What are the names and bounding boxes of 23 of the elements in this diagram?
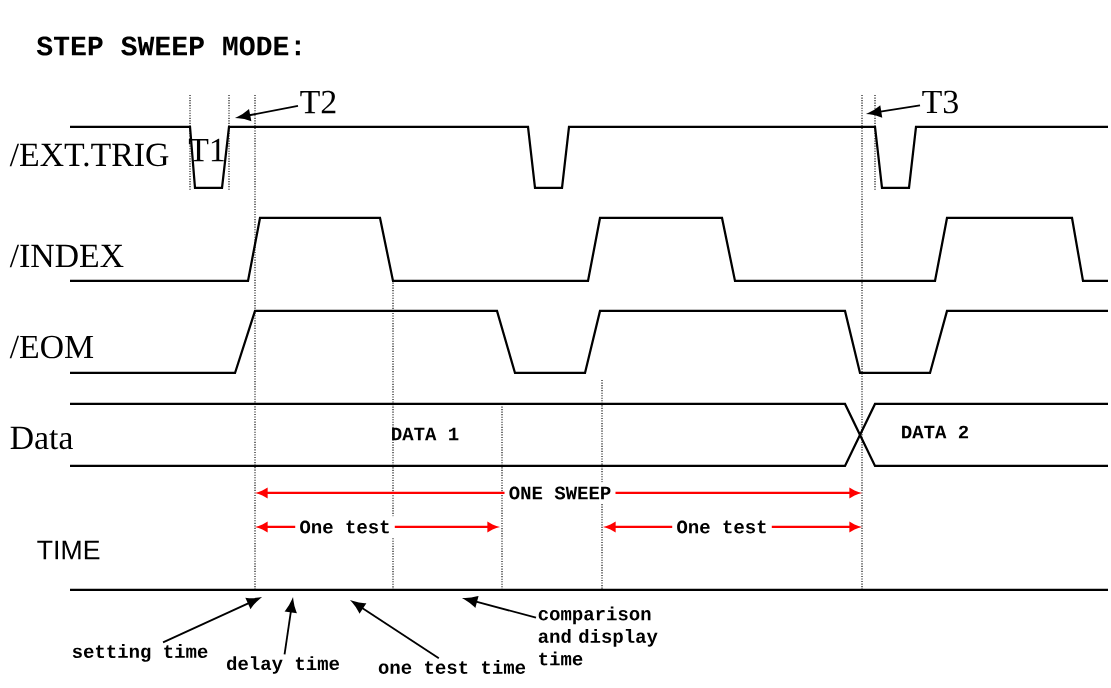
signal-label: /EXT.TRIG (9, 143, 169, 167)
waveform-label: DATA 2 (902, 425, 969, 439)
annotation-text: comparison and display time (538, 606, 658, 666)
signal-label: /EOM (9, 335, 94, 359)
leader-arrow (868, 104, 921, 118)
axis-label: TIME (37, 540, 100, 560)
dimension-label: ONE SWEEP (504, 482, 616, 504)
signal-label: Data (10, 426, 73, 450)
dimension-label: One test (295, 516, 395, 538)
leader-arrow (237, 105, 299, 121)
dimension-label: One test (672, 516, 772, 538)
title: STEP SWEEP MODE: (36, 36, 300, 56)
leader-arrow (283, 599, 297, 656)
annotation-text: T3 (922, 90, 958, 114)
leader-arrow (162, 597, 260, 644)
annotation-text: T2 (300, 90, 336, 114)
annotation-text: delay time (226, 656, 340, 674)
signal-label: /INDEX (9, 244, 124, 268)
leader-arrow (352, 601, 440, 660)
annotation-text: setting time (72, 644, 208, 662)
leader-arrow (464, 596, 537, 619)
annotation-text: one test time (378, 660, 526, 674)
waveform-label: DATA 1 (392, 427, 459, 441)
